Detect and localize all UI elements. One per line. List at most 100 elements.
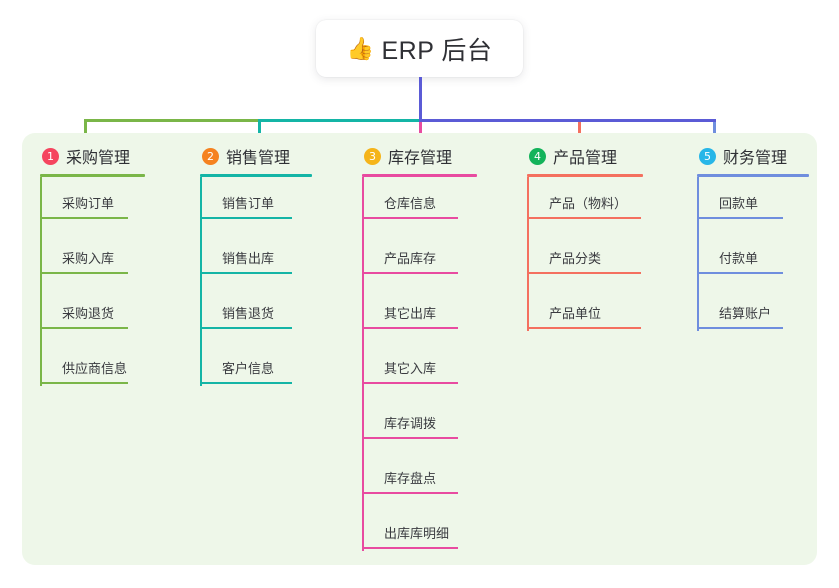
column-number-badge: 4 [529, 147, 546, 165]
leaf-node-label: 出库库明细 [384, 526, 450, 541]
column-title: 库存管理 [388, 150, 453, 167]
leaf-node[interactable]: 采购入库 [40, 232, 138, 274]
bus-mid-segment [258, 119, 423, 122]
leaf-node[interactable]: 出库库明细 [362, 507, 468, 549]
leaf-node-label: 客户信息 [222, 361, 275, 376]
leaf-node-label: 采购入库 [62, 251, 115, 266]
leaf-node-label: 产品（物料） [549, 196, 628, 211]
leaf-node-rule [362, 217, 458, 219]
leaf-node-rule [200, 272, 292, 274]
column-title: 产品管理 [553, 150, 618, 167]
leaf-node-label: 仓库信息 [384, 196, 437, 211]
leaf-node-rule [362, 547, 458, 549]
leaf-node[interactable]: 其它入库 [362, 342, 468, 384]
column-库存管理: 3 库存管理仓库信息产品库存其它出库其它入库库存调拨库存盘点出库库明细 [362, 144, 477, 551]
leaf-node-rule [527, 272, 641, 274]
leaf-node-rule [200, 327, 292, 329]
leaf-node-label: 结算账户 [719, 306, 772, 321]
column-header-rule [697, 174, 809, 177]
column-title: 采购管理 [66, 150, 131, 167]
column-销售管理: 2 销售管理销售订单销售出库销售退货客户信息 [200, 144, 312, 386]
leaf-node-label: 销售出库 [222, 251, 275, 266]
column-number-badge: 2 [202, 147, 219, 165]
leaf-node-label: 供应商信息 [62, 361, 128, 376]
leaf-node-rule [362, 437, 458, 439]
leaf-node-rule [200, 382, 292, 384]
column-header-5[interactable]: 5 财务管理 [697, 144, 809, 168]
leaf-node-label: 产品分类 [549, 251, 602, 266]
column-branch: 产品（物料） 产品分类产品单位 [527, 177, 643, 331]
column-title: 财务管理 [723, 150, 788, 167]
column-spine [697, 177, 699, 331]
column-产品管理: 4 产品管理产品（物料） 产品分类产品单位 [527, 144, 643, 331]
leaf-node[interactable]: 结算账户 [697, 287, 793, 329]
leaf-node[interactable]: 采购订单 [40, 177, 138, 219]
leaf-node[interactable]: 其它出库 [362, 287, 468, 329]
leaf-node-rule [362, 382, 458, 384]
column-branch: 销售订单销售出库销售退货客户信息 [200, 177, 312, 386]
column-header-1[interactable]: 1 采购管理 [40, 144, 145, 168]
leaf-node[interactable]: 供应商信息 [40, 342, 138, 384]
column-branch: 回款单付款单结算账户 [697, 177, 809, 331]
column-财务管理: 5 财务管理回款单付款单结算账户 [697, 144, 809, 331]
leaf-node[interactable]: 采购退货 [40, 287, 138, 329]
column-spine [200, 177, 202, 386]
leaf-node-label: 产品单位 [549, 306, 602, 321]
root-node-card[interactable]: 👍 ERP 后台 [316, 20, 523, 77]
column-branch: 采购订单采购入库采购退货供应商信息 [40, 177, 145, 386]
column-spine [362, 177, 364, 551]
leaf-node[interactable]: 销售出库 [200, 232, 302, 274]
bus-left-segment [84, 119, 260, 122]
leaf-node-rule [697, 327, 783, 329]
column-header-3[interactable]: 3 库存管理 [362, 144, 477, 168]
column-title: 销售管理 [226, 150, 291, 167]
leaf-node[interactable]: 库存盘点 [362, 452, 468, 494]
leaf-node[interactable]: 产品库存 [362, 232, 468, 274]
root-node-label: ERP 后台 [381, 36, 493, 65]
leaf-node[interactable]: 库存调拨 [362, 397, 468, 439]
bus-right-segment [419, 119, 716, 122]
leaf-node-rule [362, 327, 458, 329]
leaf-node-label: 其它出库 [384, 306, 437, 321]
column-number-badge: 5 [699, 147, 716, 165]
leaf-node[interactable]: 产品单位 [527, 287, 651, 329]
leaf-node-label: 产品库存 [384, 251, 437, 266]
leaf-node-label: 付款单 [719, 251, 759, 266]
leaf-node-label: 销售退货 [222, 306, 275, 321]
column-header-rule [362, 174, 477, 177]
leaf-node[interactable]: 仓库信息 [362, 177, 468, 219]
leaf-node-rule [40, 327, 128, 329]
leaf-node-rule [527, 327, 641, 329]
column-header-4[interactable]: 4 产品管理 [527, 144, 643, 168]
column-header-2[interactable]: 2 销售管理 [200, 144, 312, 168]
leaf-node-rule [40, 382, 128, 384]
leaf-node-rule [362, 272, 458, 274]
leaf-node-label: 库存调拨 [384, 416, 437, 431]
leaf-node-rule [697, 217, 783, 219]
leaf-node-rule [40, 217, 128, 219]
column-number-badge: 3 [364, 147, 381, 165]
column-header-rule [527, 174, 643, 177]
leaf-node-label: 采购订单 [62, 196, 115, 211]
leaf-node[interactable]: 客户信息 [200, 342, 302, 384]
leaf-node[interactable]: 销售退货 [200, 287, 302, 329]
column-number-badge: 1 [42, 147, 59, 165]
root-stem-connector [419, 77, 422, 120]
leaf-node-label: 其它入库 [384, 361, 437, 376]
leaf-node-rule [527, 217, 641, 219]
leaf-node-label: 库存盘点 [384, 471, 437, 486]
leaf-node-rule [200, 217, 292, 219]
leaf-node-rule [362, 492, 458, 494]
leaf-node-rule [697, 272, 783, 274]
leaf-node-label: 采购退货 [62, 306, 115, 321]
leaf-node-rule [40, 272, 128, 274]
leaf-node[interactable]: 销售订单 [200, 177, 302, 219]
column-spine [40, 177, 42, 386]
leaf-node-label: 销售订单 [222, 196, 275, 211]
leaf-node[interactable]: 回款单 [697, 177, 793, 219]
leaf-node[interactable]: 付款单 [697, 232, 793, 274]
column-spine [527, 177, 529, 331]
thumbs-up-icon: 👍 [346, 35, 375, 61]
leaf-node[interactable]: 产品（物料） [527, 177, 651, 219]
leaf-node[interactable]: 产品分类 [527, 232, 651, 274]
